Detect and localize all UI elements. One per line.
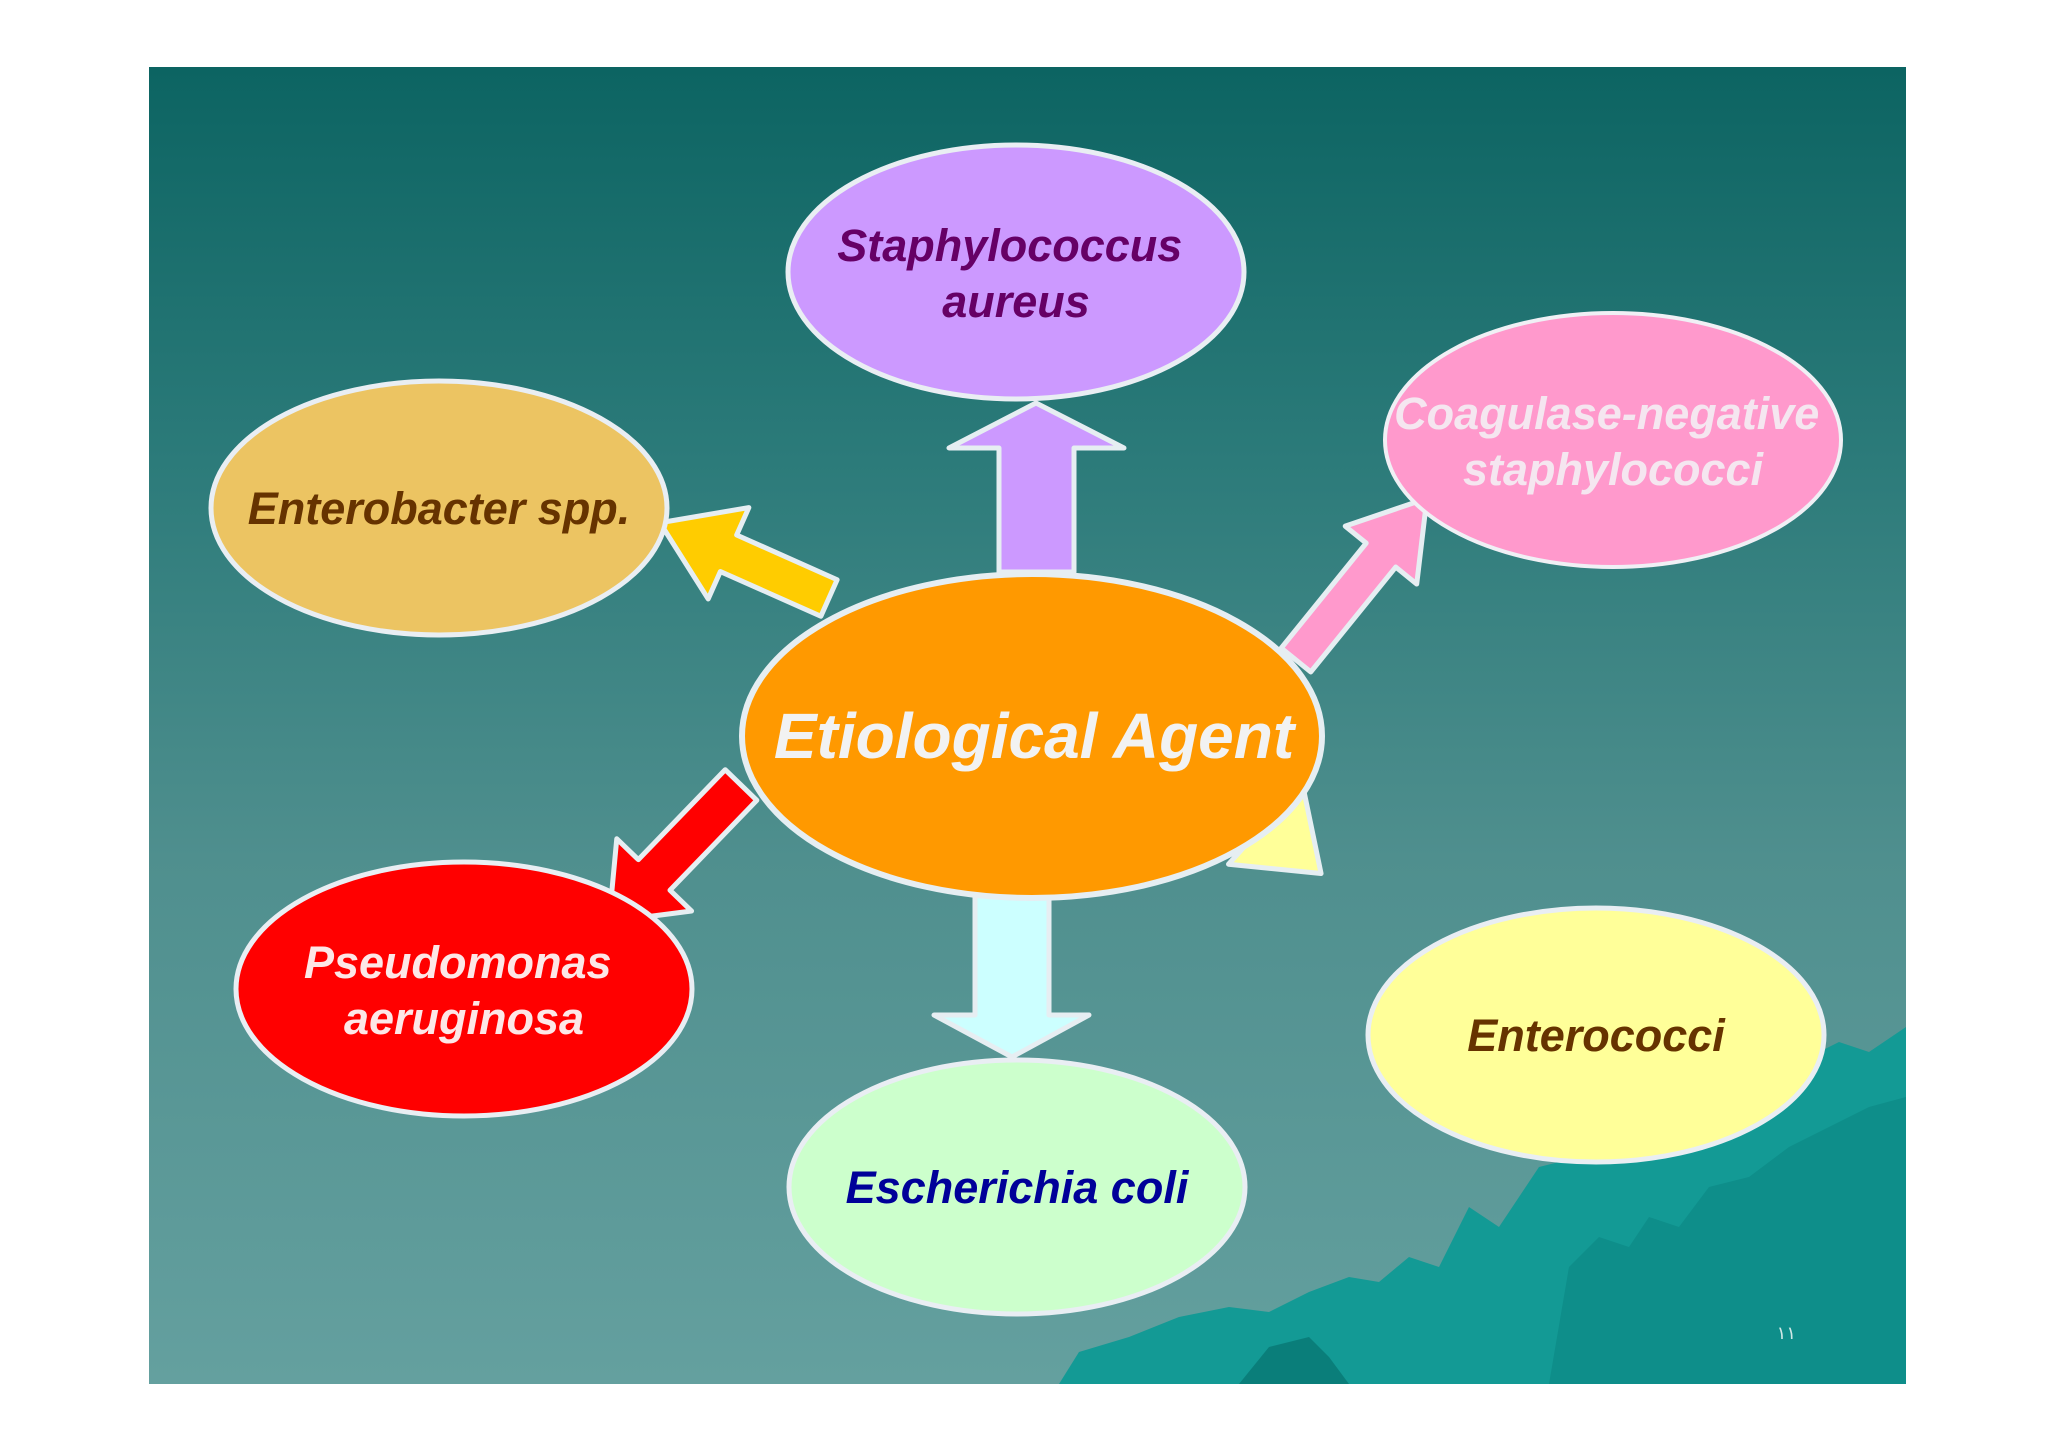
arrow-to-escherichia-coli bbox=[931, 884, 1092, 1060]
arrow-to-pseudomonas bbox=[606, 767, 760, 925]
arrow-to-staphylococcus-aureus bbox=[946, 400, 1127, 575]
label: Enterococci bbox=[1467, 1010, 1726, 1061]
mountain-decoration bbox=[1059, 1027, 1906, 1384]
label: Enterobacter spp. bbox=[248, 483, 631, 534]
svg-text:Coagulase-negative sta: Coagulase-negative staphylococci bbox=[1394, 388, 1832, 495]
node-escherichia-coli: Escherichia coli bbox=[786, 1057, 1248, 1317]
slide-number: ١١ bbox=[1776, 1323, 1796, 1343]
label: Escherichia coli bbox=[846, 1162, 1190, 1213]
label-line-2: aureus bbox=[942, 276, 1090, 327]
label-line-1: Staphylococcus bbox=[837, 220, 1182, 271]
node-coagulase-negative: Coagulase-negative staphylococci bbox=[1383, 311, 1843, 569]
node-staphylococcus-aureus: Staphylococcus aureus bbox=[785, 142, 1247, 402]
label-line-1: Coagulase-negative bbox=[1394, 388, 1819, 439]
label-line-2: staphylococci bbox=[1463, 444, 1765, 495]
label-line-2: aeruginosa bbox=[344, 993, 584, 1044]
node-pseudomonas: Pseudomonas aeruginosa bbox=[233, 859, 695, 1119]
node-enterobacter: Enterobacter spp. bbox=[208, 378, 670, 638]
node-etiological-agent: Etiological Agent bbox=[739, 571, 1325, 901]
svg-text:Staphylococcus aureus: Staphylococcus aureus bbox=[837, 220, 1195, 327]
label-line-1: Pseudomonas bbox=[304, 937, 612, 988]
node-enterococci: Enterococci bbox=[1365, 905, 1827, 1165]
etiology-diagram: Staphylococcus aureus Coagulase-negative… bbox=[208, 142, 1906, 1384]
arrow-to-enterobacter bbox=[657, 505, 840, 619]
arrow-to-coagulase-negative bbox=[1278, 495, 1430, 675]
center-label: Etiological Agent bbox=[774, 700, 1297, 772]
slide: Staphylococcus aureus Coagulase-negative… bbox=[149, 67, 1906, 1384]
svg-text:Pseudomonas aeruginosa: Pseudomonas aeruginosa bbox=[304, 937, 624, 1044]
